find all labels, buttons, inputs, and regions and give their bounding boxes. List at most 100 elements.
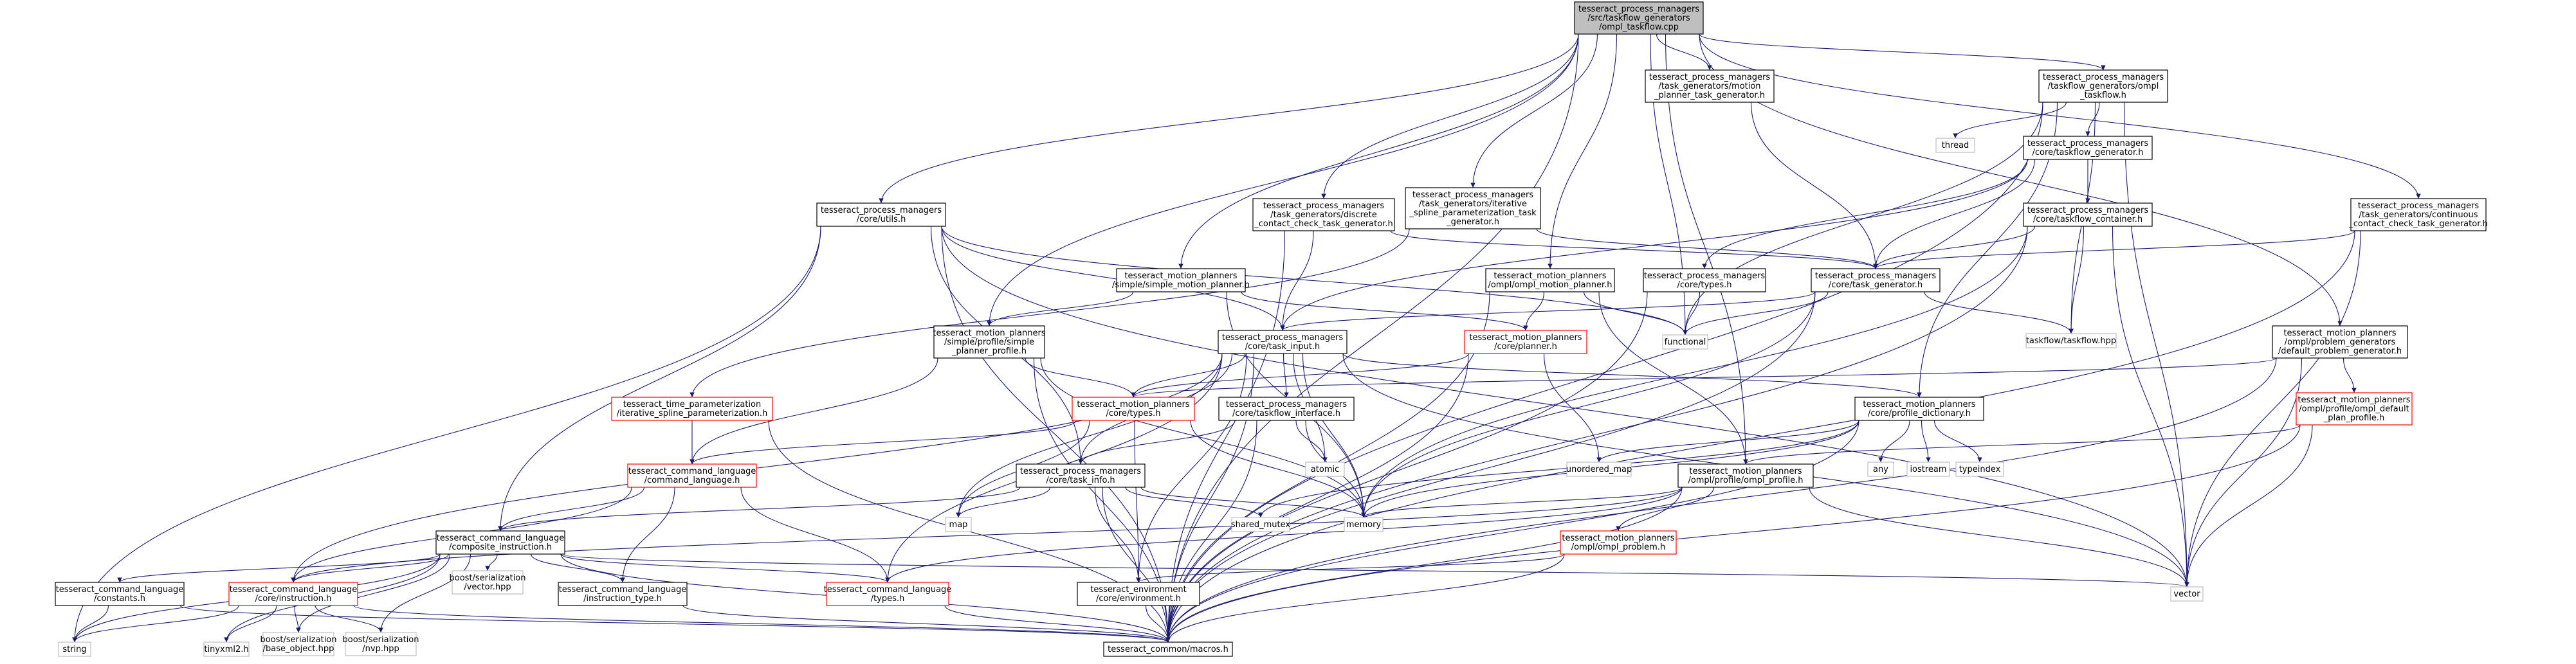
include-edge [1241, 291, 1528, 331]
file-node-discrete-cc-h[interactable]: tesseract_process_managers/task_generato… [1252, 198, 1395, 231]
file-node-composite-instruction-h[interactable]: tesseract_command_language/composite_ins… [435, 530, 565, 555]
include-edge [1536, 228, 1878, 269]
include-edge [1361, 226, 2028, 518]
file-node-cl-types-h[interactable]: tesseract_command_language/types.h [824, 582, 952, 606]
file-node-label-line: tesseract_process_managers [1020, 467, 1142, 476]
include-edge [941, 226, 1285, 331]
include-edge [944, 605, 1171, 643]
file-node-simple-profile-h[interactable]: tesseract_motion_planners/simple/profile… [933, 325, 1046, 359]
file-node-box [826, 582, 949, 606]
file-node-ompl-motion-planner-h[interactable]: tesseract_motion_planners/ompl/ompl_moti… [1485, 268, 1615, 292]
file-node-task-info-h[interactable]: tesseract_process_managers/core/task_inf… [1016, 463, 1146, 488]
file-node-ompl-default-plan-profile-h[interactable]: tesseract_motion_planners/ompl/profile/o… [2296, 392, 2413, 426]
file-node-box [2170, 586, 2204, 602]
file-node-ompl-taskflow-cpp[interactable]: tesseract_process_managers/src/taskflow_… [1574, 1, 1704, 35]
file-node-continuous-cc-h[interactable]: tesseract_process_managers/task_generato… [2348, 198, 2488, 231]
file-node-label-line: tesseract_motion_planners [2283, 328, 2396, 338]
include-edge [1809, 487, 2189, 588]
include-edge [1178, 33, 1579, 269]
file-nodes: tesseract_process_managers/src/taskflow_… [55, 1, 2488, 657]
include-edge [1165, 487, 1683, 643]
file-node-box [2023, 136, 2153, 160]
include-edge [1361, 487, 1683, 518]
file-node-label-line: tesseract_process_managers [1412, 190, 1534, 200]
include-edge [179, 605, 1171, 643]
file-node-ompl-taskflow-h[interactable]: tesseract_process_managers/taskflow_gene… [2038, 69, 2168, 103]
file-node-label-line: boost/serialization [260, 635, 336, 645]
file-node-pm-types-h[interactable]: tesseract_process_managers/core/types.h [1643, 268, 1766, 292]
file-node-task-generator-h[interactable]: tesseract_process_managers/core/task_gen… [1811, 268, 1941, 292]
file-node-box [2350, 198, 2487, 231]
file-node-iterative-spline-tg-h[interactable]: tesseract_process_managers/task_generato… [1405, 187, 1541, 229]
file-node-utils-h[interactable]: tesseract_process_managers/core/utils.h [816, 202, 946, 227]
file-node-constants-h[interactable]: tesseract_command_language/constants.h [55, 582, 185, 606]
file-node-label-line: /core/types.h [1677, 280, 1731, 290]
file-node-label-line: tesseract_process_managers [1649, 73, 1771, 82]
file-node-label-line: tesseract_common/macros.h [1108, 645, 1229, 654]
file-node-ompl-profile-h[interactable]: tesseract_motion_planners/ompl/profile/o… [1677, 463, 1814, 488]
file-node-boost-nvp-hpp: boost/serialization/nvp.hpp [342, 632, 419, 656]
file-node-label-line: /core/task_generator.h [1829, 280, 1923, 290]
file-node-label-line: tesseract_command_language [56, 585, 184, 595]
file-node-command-language-h[interactable]: tesseract_command_language/command_langu… [627, 463, 757, 488]
file-node-environment-h[interactable]: tesseract_environment/core/environment.h [1077, 582, 1200, 606]
file-node-box [1077, 582, 1200, 606]
file-node-box [1906, 462, 1950, 477]
include-edge [560, 553, 2189, 588]
file-node-label-line: /task_generators/iterative [1419, 199, 1527, 209]
file-node-taskflow-interface-h[interactable]: tesseract_process_managers/core/taskflow… [1218, 397, 1355, 421]
file-node-profile-dictionary-h[interactable]: tesseract_motion_planners/core/profile_d… [1854, 397, 1984, 421]
file-node-label-line: taskflow/taskflow.hpp [2026, 336, 2116, 346]
file-node-label-line: shared_mutex [1231, 520, 1291, 530]
include-edge [2184, 424, 2313, 588]
file-node-box [1677, 463, 1814, 488]
file-node-box [1344, 517, 1384, 532]
file-node-string: string [58, 642, 91, 657]
include-edge [987, 33, 1579, 327]
file-node-label-line: /instruction_type.h [583, 594, 662, 604]
file-node-label-line: /ompl/ompl_problem.h [1571, 543, 1665, 552]
file-node-ompl-problem-h[interactable]: tesseract_motion_planners/ompl/ompl_prob… [1560, 530, 1677, 555]
file-node-macros-h[interactable]: tesseract_common/macros.h [1103, 642, 1233, 657]
file-node-map: map [945, 517, 972, 532]
file-node-label-line: /nvp.hpp [362, 644, 399, 654]
file-node-motion-planner-tg-h[interactable]: tesseract_process_managers/task_generato… [1645, 69, 1775, 103]
file-node-simple-motion-planner-h[interactable]: tesseract_motion_planners/simple/simple_… [1112, 268, 1250, 292]
file-node-label-line: functional [1665, 337, 1706, 347]
file-node-iterative-spline-param-h[interactable]: tesseract_time_parameterization/iterativ… [611, 397, 773, 421]
file-node-instruction-type-h[interactable]: tesseract_command_language/instruction_t… [558, 582, 688, 606]
include-edge [1543, 353, 1602, 463]
file-node-unordered-map: unordered_map [1566, 462, 1632, 477]
file-node-box [1867, 462, 1894, 477]
include-edge [879, 33, 1579, 204]
include-edge [1280, 230, 1314, 331]
file-node-default-problem-gen-h[interactable]: tesseract_motion_planners/ompl/problem_g… [2272, 325, 2408, 359]
file-node-label-line: unordered_map [1566, 465, 1632, 474]
file-node-label-line: /vector.hpp [464, 582, 511, 592]
include-edge [2184, 230, 2361, 588]
file-node-mp-types-h[interactable]: tesseract_motion_planners/core/types.h [1072, 397, 1195, 421]
include-edge [1470, 33, 1598, 188]
file-node-label-line: /task_generators/discrete [1270, 210, 1377, 220]
file-node-task-input-h[interactable]: tesseract_process_managers/core/task_inp… [1218, 330, 1347, 354]
include-edge [1190, 420, 1366, 518]
include-edge [941, 226, 2189, 588]
file-node-label-line: /simple/simple_motion_planner.h [1112, 280, 1250, 290]
file-node-box [1231, 517, 1290, 532]
include-edge [1656, 33, 1712, 71]
include-edge [1295, 420, 1328, 463]
include-edge [956, 487, 1051, 518]
file-node-instruction-h[interactable]: tesseract_command_language/core/instruct… [228, 582, 358, 606]
file-node-planner-h[interactable]: tesseract_motion_planners/core/planner.h [1464, 330, 1587, 354]
include-edge [2123, 102, 2189, 588]
file-node-taskflow-container-h[interactable]: tesseract_process_managers/core/taskflow… [2023, 202, 2153, 227]
file-node-box [611, 397, 773, 421]
file-node-box [1252, 198, 1395, 231]
file-node-label-line: /ompl_taskflow.cpp [1599, 22, 1679, 32]
include-edge [315, 605, 383, 633]
file-node-tinyxml2-h: tinyxml2.h [203, 642, 250, 657]
include-edge [1140, 487, 1366, 518]
file-node-box [1560, 530, 1677, 555]
file-node-taskflow-generator-h[interactable]: tesseract_process_managers/core/taskflow… [2023, 136, 2153, 160]
include-edge [1102, 487, 1171, 643]
